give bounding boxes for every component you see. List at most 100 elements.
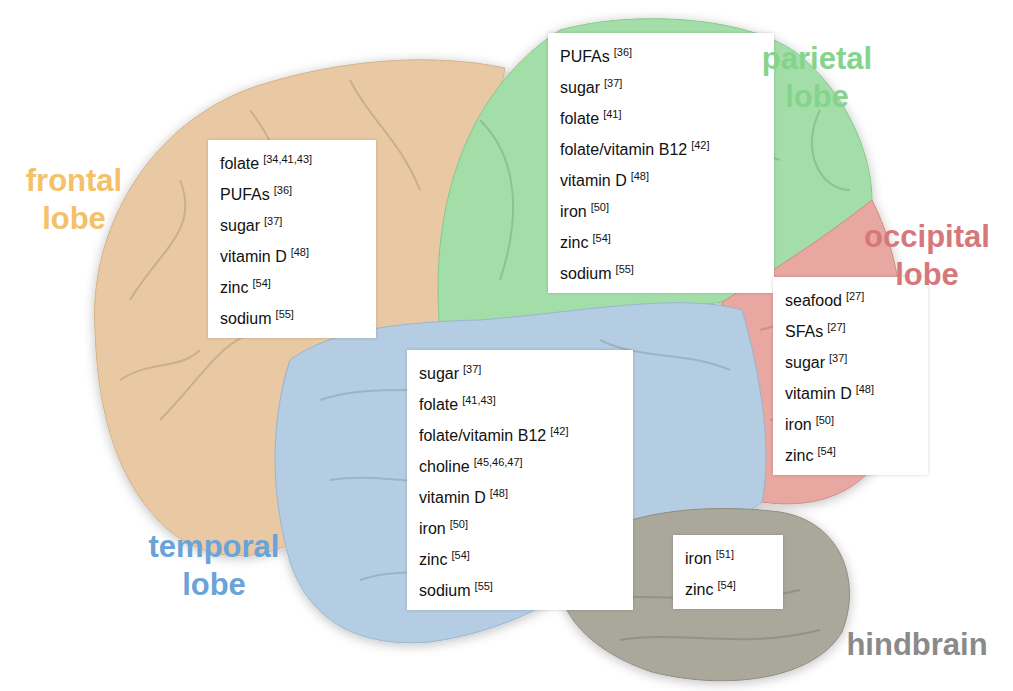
nutrient-box: PUFAs [36] sugar [37] folate [41] folate/vitam… [548,33,774,293]
nutrient-name: iron [785,416,812,433]
nutrient-name: vitamin D [419,489,486,506]
nutrient-row: zinc [54] [785,438,916,469]
reference-number: [37] [604,77,622,89]
nutrient-name: iron [685,550,712,567]
reference-number: [37] [264,215,282,227]
nutrient-name: zinc [685,581,713,598]
nutrient-row: sugar [37] [419,356,621,387]
nutrient-row: sugar [37] [560,70,762,101]
reference-number: [42] [691,139,709,151]
nutrient-name: vitamin D [785,385,852,402]
temporal-region [275,303,766,643]
reference-number: [54] [817,445,835,457]
nutrient-box: iron [51] zinc [54] [673,535,783,609]
nutrient-name: sodium [419,582,471,599]
nutrient-row: vitamin D [48] [560,163,762,194]
nutrient-name: sugar [560,79,600,96]
nutrient-row: zinc [54] [560,225,762,256]
reference-number: [48] [856,383,874,395]
nutrient-row: vitamin D [48] [785,376,916,407]
reference-number: [48] [631,170,649,182]
lobe-label: occipital lobe [846,218,1008,294]
lobe-label: frontal lobe [4,162,144,238]
nutrient-name: zinc [785,447,813,464]
reference-number: [55] [475,580,493,592]
nutrient-row: choline [45,46,47] [419,449,621,480]
nutrient-row: zinc [54] [685,572,771,603]
nutrient-name: sodium [220,310,272,327]
nutrient-name: folate [419,396,458,413]
reference-number: [36] [274,184,292,196]
reference-number: [55] [616,263,634,275]
nutrient-row: zinc [54] [419,542,621,573]
nutrient-name: sugar [785,354,825,371]
nutrient-row: PUFAs [36] [220,177,364,208]
nutrient-row: folate/vitamin B12 [42] [560,132,762,163]
nutrient-row: iron [50] [560,194,762,225]
nutrient-name: zinc [220,279,248,296]
reference-number: [37] [829,352,847,364]
nutrient-row: PUFAs [36] [560,39,762,70]
nutrient-name: seafood [785,292,842,309]
reference-number: [50] [816,414,834,426]
nutrient-name: sugar [220,217,260,234]
nutrient-name: PUFAs [560,48,610,65]
lobe-label: parietal lobe [742,40,892,116]
reference-number: [51] [716,548,734,560]
nutrient-name: folate [560,110,599,127]
reference-number: [41,43] [462,394,496,406]
reference-number: [41] [603,108,621,120]
nutrient-row: folate [41,43] [419,387,621,418]
nutrient-name: PUFAs [220,186,270,203]
nutrient-row: iron [50] [419,511,621,542]
nutrient-row: sodium [55] [560,256,762,287]
lobe-label: hindbrain [826,626,1008,664]
nutrient-row: SFAs [27] [785,314,916,345]
reference-number: [54] [451,549,469,561]
nutrient-name: zinc [419,551,447,568]
nutrient-box: folate [34,41,43] PUFAs [36] sugar [37] vitami… [208,140,376,338]
reference-number: [55] [276,308,294,320]
nutrient-name: choline [419,458,470,475]
nutrient-row: iron [51] [685,541,771,572]
reference-number: [48] [291,246,309,258]
reference-number: [27] [827,321,845,333]
nutrient-row: vitamin D[48] [220,239,364,270]
reference-number: [48] [490,487,508,499]
nutrient-name: iron [560,203,587,220]
nutrient-name: iron [419,520,446,537]
reference-number: [27] [846,290,864,302]
nutrient-name: sodium [560,265,612,282]
nutrient-row: zinc [54] [220,270,364,301]
reference-number: [54] [252,277,270,289]
nutrient-name: zinc [560,234,588,251]
nutrient-row: folate [41] [560,101,762,132]
nutrient-name: sugar [419,365,459,382]
reference-number: [42] [550,425,568,437]
nutrient-box: sugar [37] folate [41,43] folate/vitamin B12… [407,350,633,610]
nutrient-row: vitamin D [48] [419,480,621,511]
nutrient-row: sodium [55] [220,301,364,332]
reference-number: [54] [592,232,610,244]
nutrient-name: folate/vitamin B12 [419,427,546,444]
nutrient-name: folate [220,155,259,172]
lobe-label: temporal lobe [128,528,300,604]
nutrient-name: folate/vitamin B12 [560,141,687,158]
reference-number: [54] [717,579,735,591]
reference-number: [36] [614,46,632,58]
nutrient-name: vitamin D [560,172,627,189]
nutrient-row: sodium [55] [419,573,621,604]
nutrient-row: iron [50] [785,407,916,438]
nutrient-row: sugar [37] [220,208,364,239]
nutrient-row: sugar [37] [785,345,916,376]
nutrient-name: SFAs [785,323,823,340]
reference-number: [34,41,43] [263,153,312,165]
nutrient-row: folate/vitamin B12 [42] [419,418,621,449]
nutrient-row: folate [34,41,43] [220,146,364,177]
reference-number: [50] [450,518,468,530]
reference-number: [45,46,47] [474,456,523,468]
reference-number: [37] [463,363,481,375]
reference-number: [50] [591,201,609,213]
nutrient-box: seafood [27] SFAs [27] sugar [37] vitamin D [48… [773,277,928,475]
